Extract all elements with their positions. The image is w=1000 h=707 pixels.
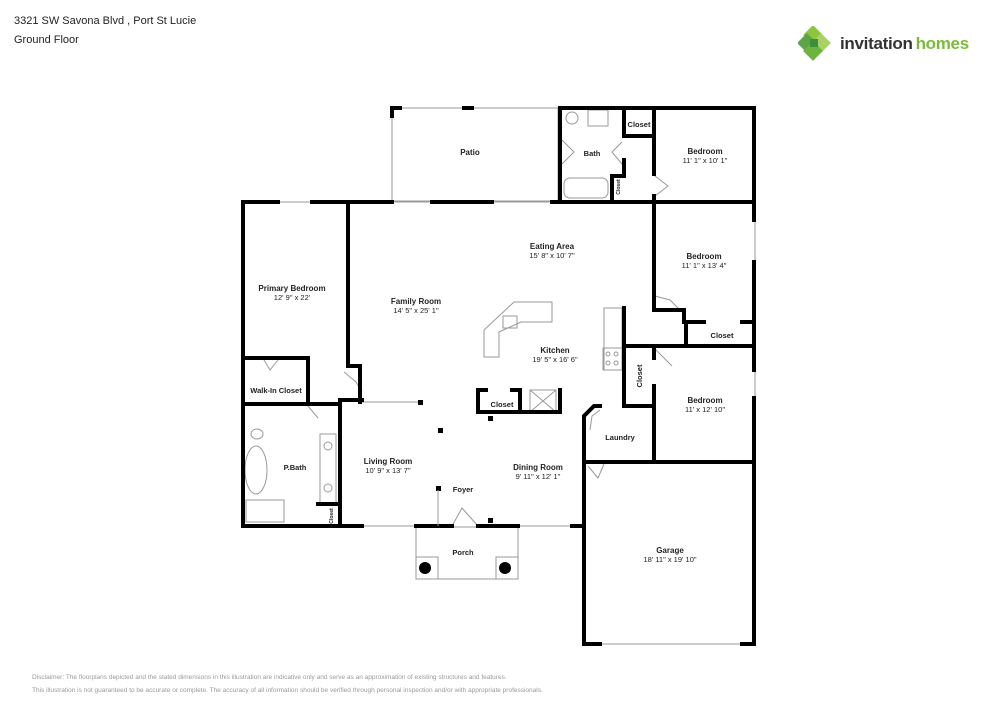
logo-word-invitation: invitation	[840, 34, 913, 53]
room-dim-living-room: 10' 9" x 13' 7"	[365, 466, 411, 475]
room-label-bedroom-1: Bedroom	[687, 147, 722, 156]
porch-column-left	[419, 562, 431, 574]
room-label-bedroom-2: Bedroom	[686, 252, 721, 261]
room-label-living-room: Living Room	[364, 457, 412, 466]
porch-column-right	[499, 562, 511, 574]
room-label-porch: Porch	[452, 548, 474, 557]
room-label-closet-kitchen: Closet	[491, 400, 514, 409]
room-dim-eating-area: 15' 8" x 10' 7"	[529, 251, 575, 260]
room-label-closet-hall: Closet	[635, 364, 644, 387]
room-label-laundry: Laundry	[605, 433, 635, 442]
room-label-bath: Bath	[584, 149, 601, 158]
room-label-patio: Patio	[460, 148, 480, 157]
disclaimer-line-2: This illustration is not guaranteed to b…	[32, 687, 543, 694]
room-dim-kitchen: 19' 5" x 16' 6"	[532, 355, 578, 364]
room-dim-bedroom-1: 11' 1" x 10' 1"	[683, 156, 728, 165]
room-dim-garage: 18' 11" x 19' 10"	[643, 555, 696, 564]
property-address: 3321 SW Savona Blvd , Port St Lucie	[14, 15, 197, 27]
room-label-walk-in-closet: Walk-In Closet	[250, 386, 302, 395]
room-dim-family-room: 14' 5" x 25' 1"	[393, 306, 439, 315]
room-label-kitchen: Kitchen	[540, 346, 569, 355]
room-dim-dining-room: 9' 11" x 12' 1"	[516, 472, 561, 481]
walls	[241, 106, 756, 646]
logo-word-homes: homes	[915, 34, 970, 53]
room-dim-bedroom-3: 11' x 12' 10"	[685, 405, 725, 414]
room-label-dining-room: Dining Room	[513, 463, 563, 472]
room-label-closet-bath: Closet	[616, 179, 622, 195]
room-label-closet-top: Closet	[628, 120, 651, 129]
room-label-eating-area: Eating Area	[530, 242, 575, 251]
room-label-closet-p-bath: Closet	[329, 508, 335, 524]
room-dim-bedroom-2: 11' 1" x 13' 4"	[682, 261, 727, 270]
room-label-foyer: Foyer	[453, 485, 474, 494]
room-label-p-bath: P.Bath	[284, 463, 307, 472]
disclaimer-line-1: Disclaimer: The floorplans depicted and …	[32, 674, 507, 681]
room-label-bedroom-3: Bedroom	[687, 396, 722, 405]
room-label-family-room: Family Room	[391, 297, 441, 306]
floor-label: Ground Floor	[14, 34, 79, 46]
clover-diamond-logo-icon	[798, 26, 831, 61]
room-label-garage: Garage	[656, 546, 684, 555]
posts	[418, 400, 511, 574]
room-label-primary-bedroom: Primary Bedroom	[258, 284, 325, 293]
room-label-closet-bedroom-2: Closet	[711, 331, 734, 340]
room-dim-primary-bedroom: 12' 9" x 22'	[274, 293, 311, 302]
